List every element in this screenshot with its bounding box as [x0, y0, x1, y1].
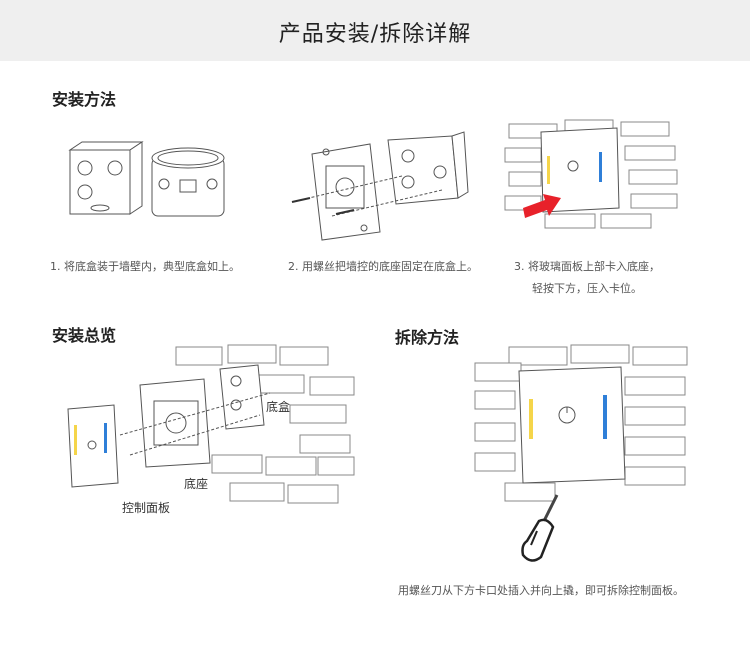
page-title: 产品安装/拆除详解 — [278, 22, 472, 47]
junction-box-illustration — [68, 141, 225, 217]
removal-caption: 用螺丝刀从下方卡口处插入并向上撬，即可拆除控制面板。 — [398, 584, 684, 597]
removal-heading: 拆除方法 — [395, 328, 460, 347]
install-step-1: 1. 将底盒装于墙壁内，典型底盒如上。 — [50, 260, 240, 273]
overview-heading: 安装总览 — [52, 326, 117, 345]
label-panel: 控制面板 — [122, 501, 171, 515]
base-mount-illustration — [291, 131, 469, 241]
panel-press-illustration — [504, 119, 678, 229]
label-box: 底盒 — [266, 400, 291, 414]
label-base: 底座 — [184, 477, 209, 491]
install-step-3a: 3. 将玻璃面板上部卡入底座， — [514, 260, 660, 273]
install-step-2: 2. 用螺丝把墙控的底座固定在底盒上。 — [288, 260, 478, 273]
install-heading: 安装方法 — [52, 90, 117, 109]
install-step-3b: 轻按下方，压入卡位。 — [532, 282, 642, 295]
header-banner: 产品安装/拆除详解 — [0, 0, 750, 61]
removal-illustration — [474, 344, 688, 562]
overview-illustration — [67, 344, 355, 504]
